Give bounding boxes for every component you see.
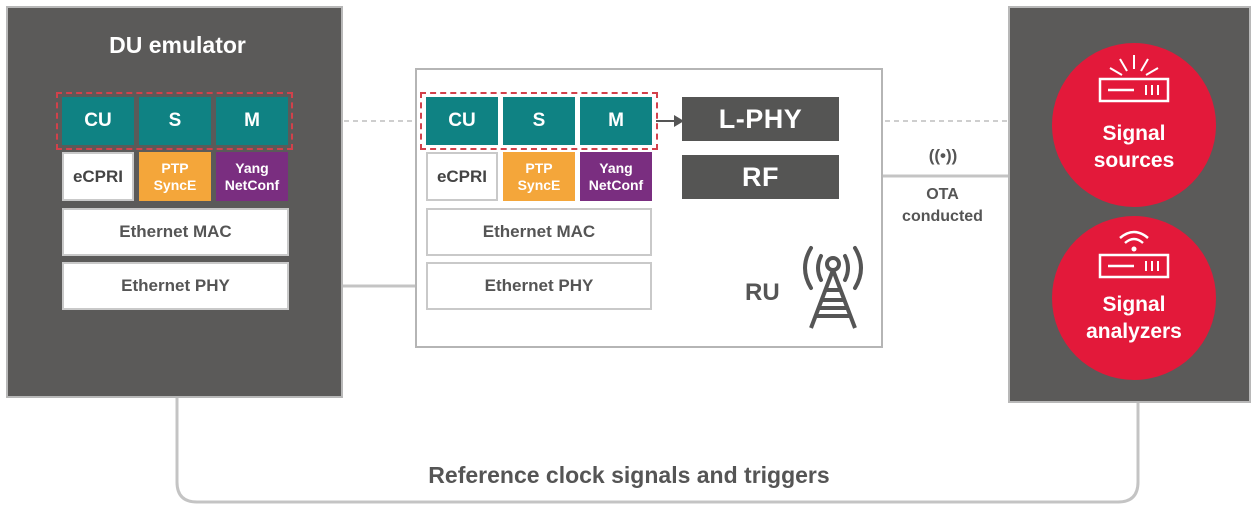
ru-ethernet-phy-block: Ethernet PHY [426,262,652,310]
du-control-plane-group [56,92,293,150]
ota-conducted-label: OTA conducted [890,184,995,228]
antenna-tower-icon [803,246,863,329]
du-ecpri-block: eCPRI [62,152,134,201]
du-ethernet-mac-block: Ethernet MAC [62,208,289,256]
ru-label: RU [745,279,780,306]
signal-analyzers-line1: Signal [1102,293,1166,316]
du-yang-netconf-block: Yang NetConf [216,152,288,201]
du-yang-label: Yang [235,159,269,176]
signal-source-device-icon [1098,55,1170,103]
reference-clock-loop [175,398,1140,504]
rf-block: RF [682,155,839,199]
ru-cu-block: CU [426,97,498,145]
ru-m-block: M [580,97,652,145]
du-ptp-label: PTP [161,159,189,176]
ota-signal-icon: ((•)) [928,146,958,165]
ru-s-block: S [503,97,575,145]
ru-synce-label: SyncE [517,176,561,193]
du-emulator-panel [6,6,343,398]
du-emulator-title: DU emulator [109,32,246,58]
ru-yang-label: Yang [599,159,633,176]
signal-analyzers-line2: analyzers [1086,320,1182,343]
conducted-label: conducted [902,208,983,225]
ru-ecpri-block: eCPRI [426,152,498,201]
reference-clock-label: Reference clock signals and triggers [428,462,830,488]
du-cu-block: CU [62,97,134,145]
signal-analyzer-device-icon [1098,230,1170,279]
du-synce-label: SyncE [153,176,197,193]
signal-sources-circle: Signal sources [1052,43,1216,207]
signal-analyzers-label: Signal analyzers [1052,291,1216,345]
signal-sources-label: Signal sources [1052,120,1216,174]
du-ptp-synce-block: PTP SyncE [139,152,211,201]
ru-ptp-label: PTP [525,159,553,176]
du-s-block: S [139,97,211,145]
ru-netconf-label: NetConf [588,176,644,193]
lphy-block: L-PHY [682,97,839,141]
ru-ptp-synce-block: PTP SyncE [503,152,575,201]
signal-analyzers-circle: Signal analyzers [1052,216,1216,380]
ru-yang-netconf-block: Yang NetConf [580,152,652,201]
lphy-arrow [656,115,684,127]
signal-sources-line1: Signal [1102,122,1166,145]
du-netconf-label: NetConf [224,176,280,193]
signal-sources-line2: sources [1093,149,1175,172]
ru-ethernet-mac-block: Ethernet MAC [426,208,652,256]
du-ethernet-phy-block: Ethernet PHY [62,262,289,310]
ota-label: OTA [926,186,959,203]
du-m-block: M [216,97,288,145]
